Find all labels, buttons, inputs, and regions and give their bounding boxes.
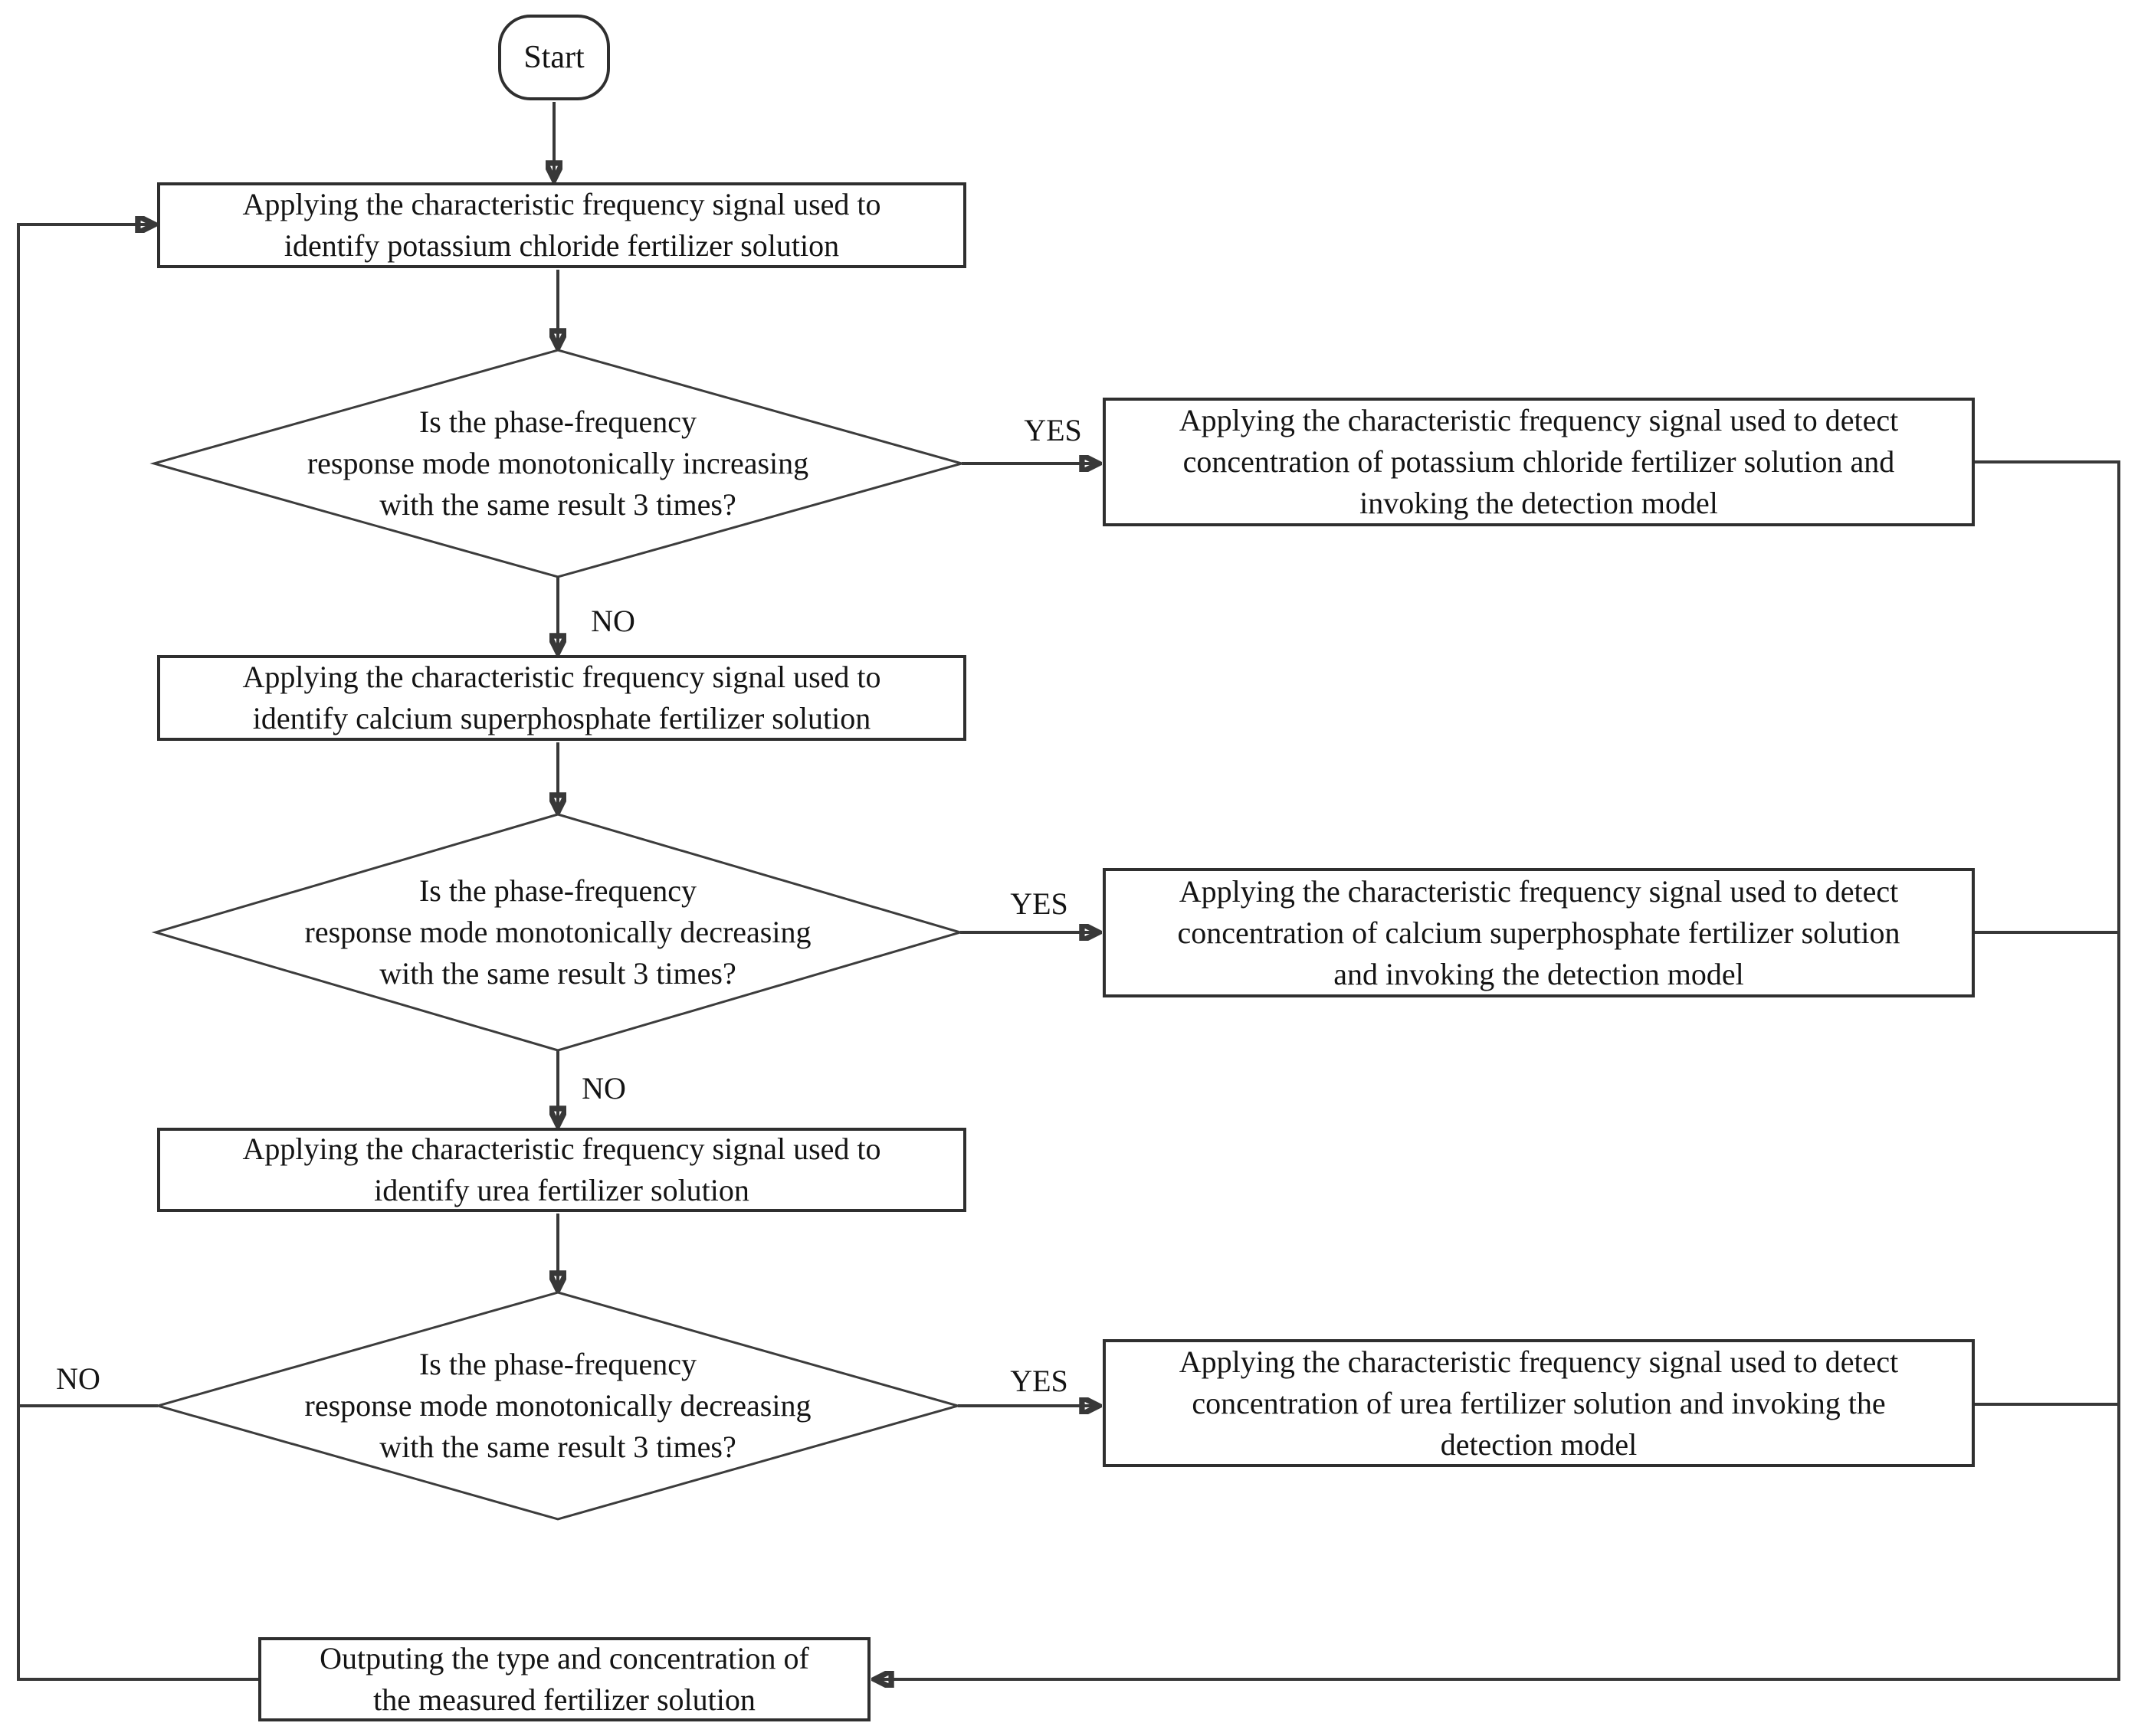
detect-urea-box: Applying the characteristic frequency si… bbox=[1103, 1339, 1975, 1467]
edge-label-yes-superphosphate: YES bbox=[1007, 889, 1071, 919]
connector-detect-kcl-to-right-rail-and-output bbox=[875, 460, 2120, 1679]
connector-left-rail-loop-to-identify-kcl bbox=[17, 224, 258, 1681]
edge-label-yes-kcl: YES bbox=[1021, 415, 1085, 446]
start-node: Start bbox=[498, 15, 610, 100]
edge-label-no-urea: NO bbox=[53, 1364, 103, 1394]
decision-kcl-text: Is the phase-frequency response mode mon… bbox=[307, 405, 809, 522]
process-identify-urea-box: Applying the characteristic frequency si… bbox=[157, 1128, 966, 1212]
decision-urea-text: Is the phase-frequency response mode mon… bbox=[304, 1347, 812, 1464]
process-identify-kcl-box: Applying the characteristic frequency si… bbox=[157, 182, 966, 268]
edge-label-yes-urea: YES bbox=[1007, 1366, 1071, 1397]
output-box: Outputing the type and concentration of … bbox=[258, 1637, 871, 1721]
decision-superphosphate-text: Is the phase-frequency response mode mon… bbox=[304, 873, 812, 991]
edge-label-no-kcl: NO bbox=[588, 606, 638, 637]
detect-superphosphate-box: Applying the characteristic frequency si… bbox=[1103, 868, 1975, 997]
decision-urea-diamond bbox=[153, 1291, 962, 1521]
decision-kcl-diamond bbox=[149, 349, 966, 578]
edge-label-no-superphosphate: NO bbox=[579, 1073, 629, 1104]
detect-kcl-box: Applying the characteristic frequency si… bbox=[1103, 398, 1975, 526]
decision-superphosphate-diamond bbox=[151, 813, 965, 1052]
process-identify-superphosphate-box: Applying the characteristic frequency si… bbox=[157, 655, 966, 741]
